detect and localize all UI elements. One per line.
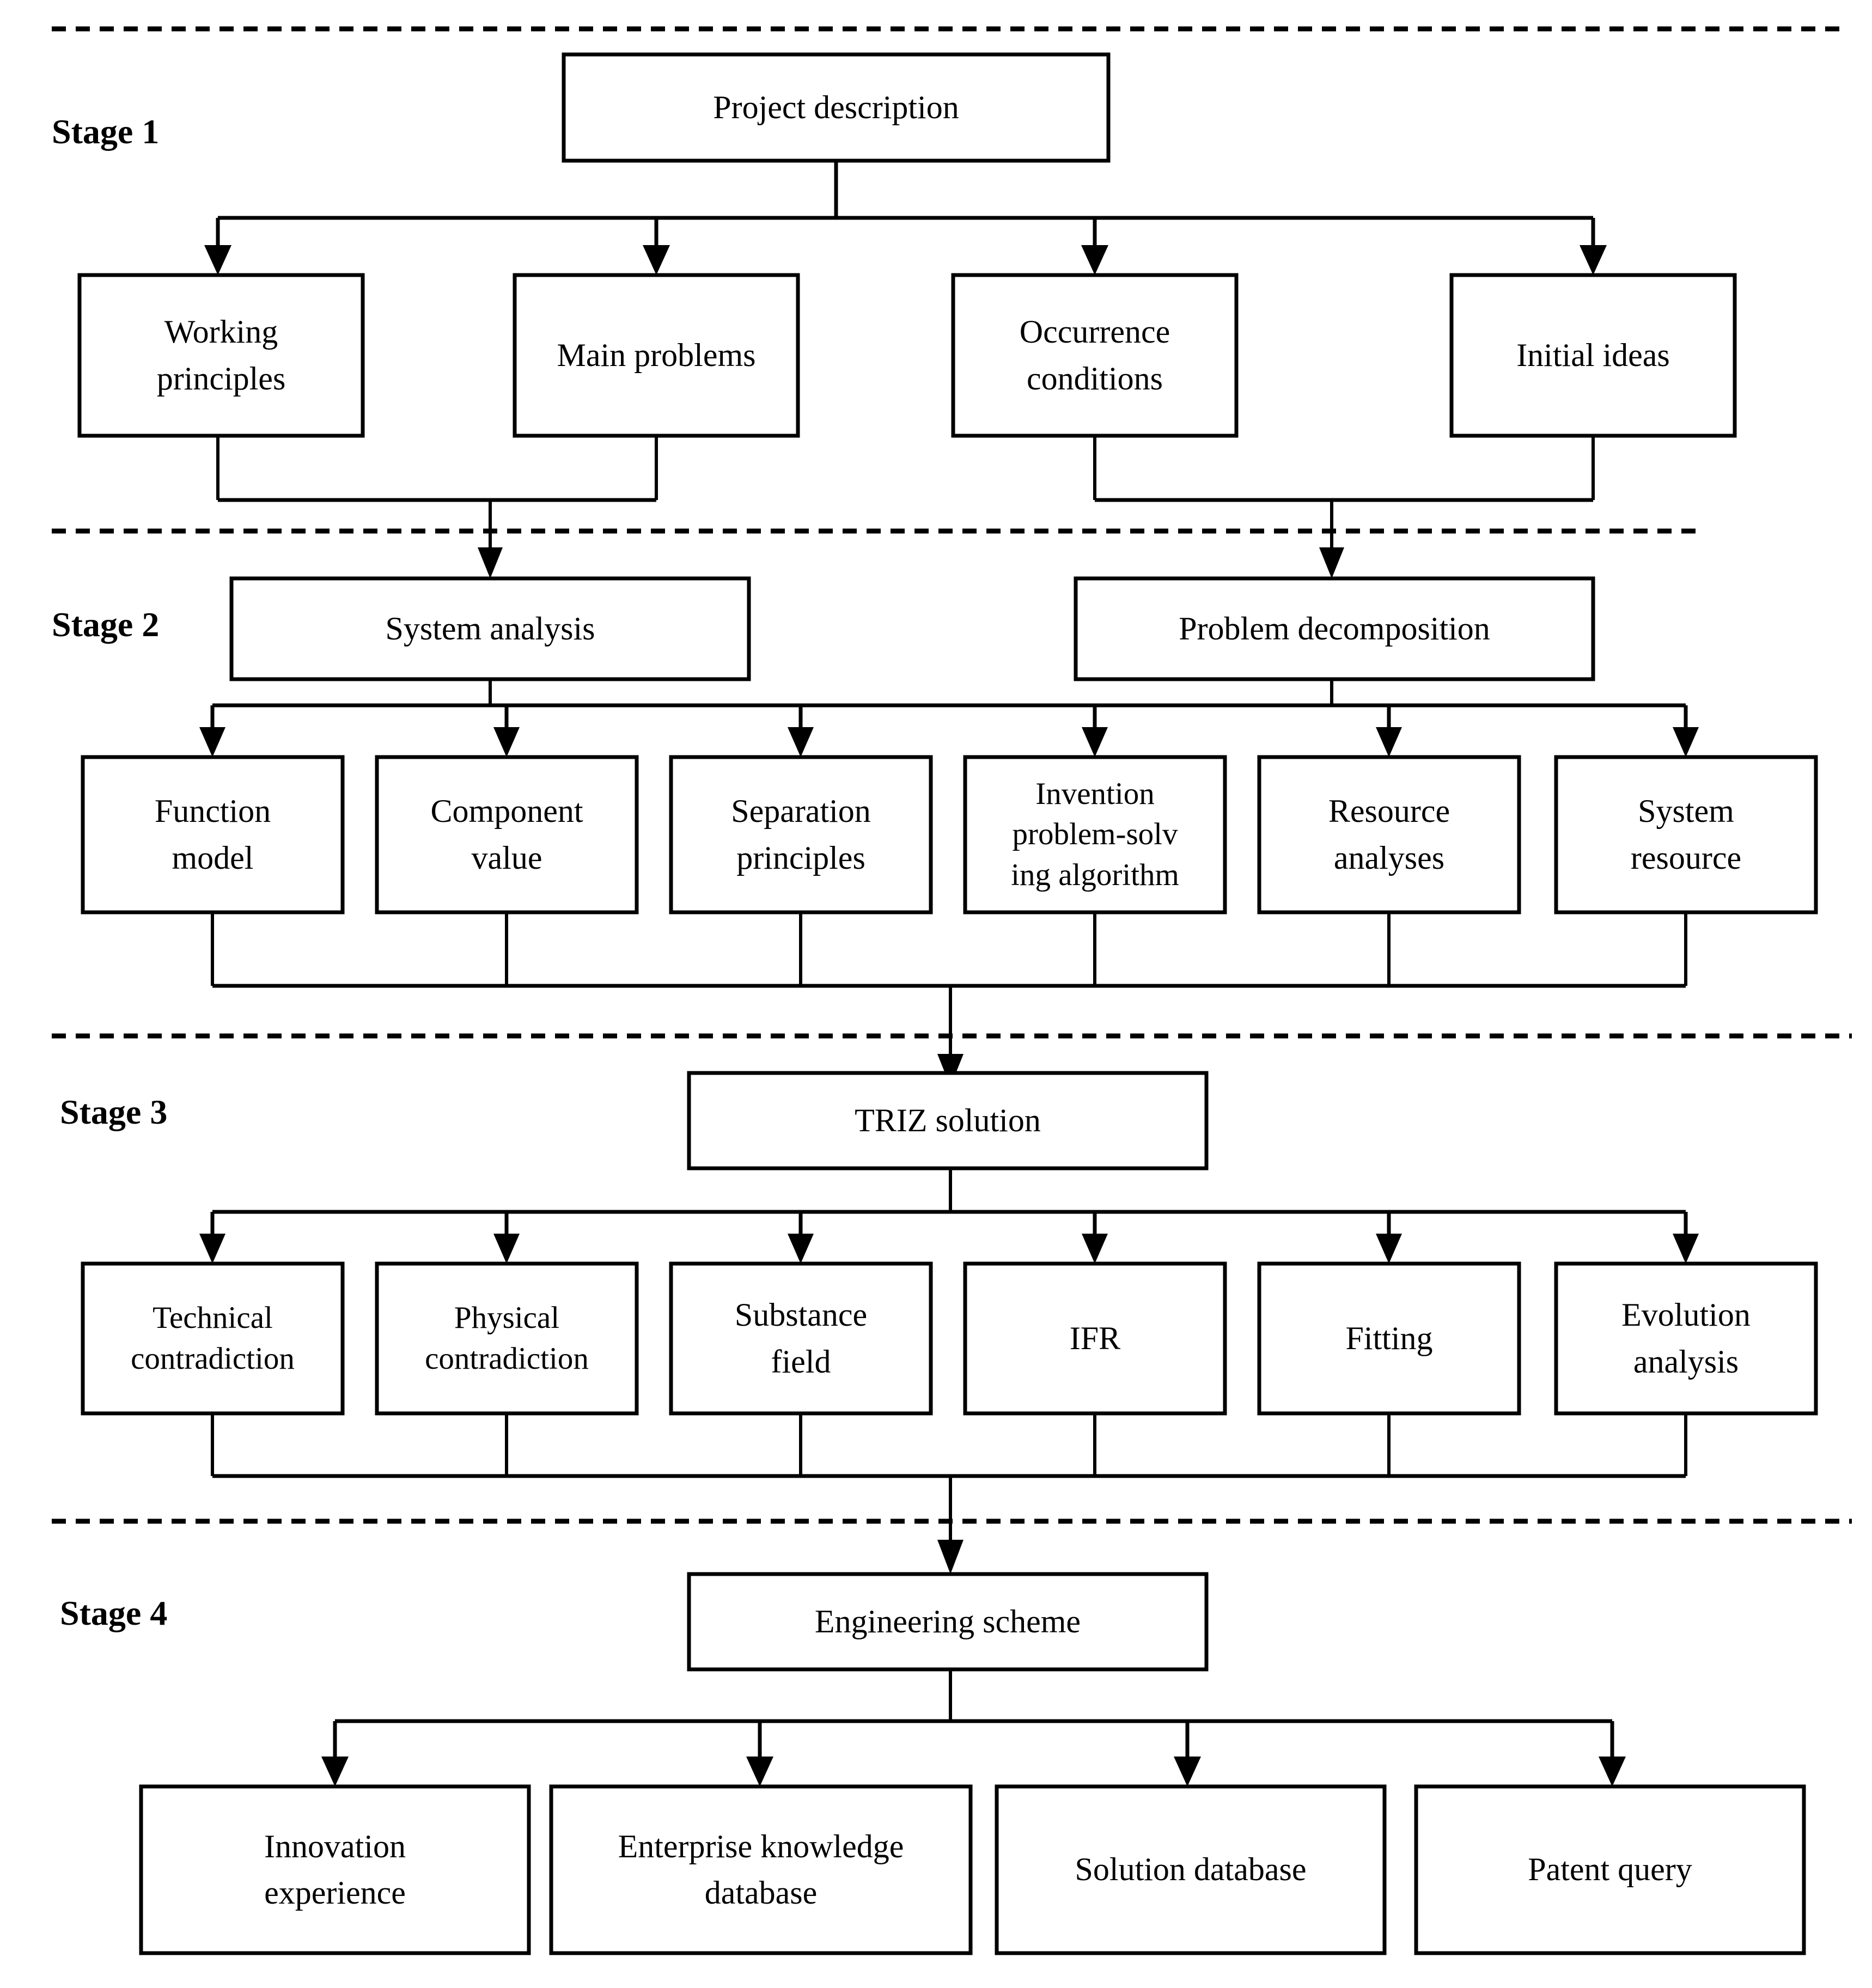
node-label-innovation-experience: Innovation experience <box>264 1828 406 1911</box>
arrow-head-substance-field <box>788 1234 814 1264</box>
arrow-head-system-resource <box>1673 727 1699 757</box>
node-label-separation-principles: Separation principles <box>731 793 871 876</box>
node-box-resource-analyses[interactable] <box>1257 755 1521 914</box>
node-label-component-value: Component value <box>430 793 583 876</box>
arrow-head-occurrence-conditions <box>1081 245 1108 275</box>
node-label-occurrence-conditions: Occurrence conditions <box>1019 314 1170 397</box>
arrow-head-fitting <box>1376 1234 1402 1264</box>
node-label-initial-ideas: Initial ideas <box>1516 337 1670 373</box>
node-box-main-problems[interactable] <box>513 273 800 438</box>
node-box-ifr[interactable] <box>963 1261 1227 1416</box>
node-label-engineering-scheme: Engineering scheme <box>814 1603 1081 1639</box>
node-box-technical-contradiction[interactable] <box>81 1261 345 1416</box>
arrow-head-evolution-analysis <box>1673 1234 1699 1264</box>
arrow-head-solution-database <box>1174 1757 1201 1786</box>
arrow-head-innovation-experience <box>321 1757 349 1786</box>
node-label-technical-contradiction: Technical contradiction <box>131 1301 295 1376</box>
node-label-patent-query: Patent query <box>1528 1851 1692 1888</box>
node-label-ifr: IFR <box>1069 1320 1121 1356</box>
arrow-head-component-value <box>493 727 520 757</box>
node-label-system-analysis: System analysis <box>385 610 595 647</box>
node-box-problem-decomposition[interactable] <box>1074 576 1595 681</box>
node-box-engineering-scheme[interactable] <box>687 1572 1209 1672</box>
node-label-triz-solution: TRIZ solution <box>855 1102 1041 1138</box>
arrow-head-triz-solution <box>937 1054 964 1087</box>
node-label-problem-decomposition: Problem decomposition <box>1179 610 1490 647</box>
node-box-innovation-experience[interactable] <box>139 1784 531 1955</box>
node-box-occurrence-conditions[interactable] <box>951 273 1239 438</box>
node-box-separation-principles[interactable] <box>669 755 933 914</box>
arrow-head-enterprise-knowledge-database <box>746 1757 773 1786</box>
arrow-head-engineering-scheme <box>937 1540 964 1574</box>
arrow-head-invention-algorithm <box>1082 727 1108 757</box>
node-box-invention-algorithm[interactable] <box>963 755 1227 914</box>
node-box-solution-database[interactable] <box>995 1784 1387 1955</box>
node-label-enterprise-knowledge-database: Enterprise knowledge database <box>618 1828 904 1911</box>
node-label-system-resource: System resource <box>1630 793 1742 876</box>
node-box-project-description[interactable] <box>562 52 1111 163</box>
node-label-physical-contradiction: Physical contradiction <box>425 1301 589 1376</box>
node-box-substance-field[interactable] <box>669 1261 933 1416</box>
arrow-head-separation-principles <box>788 727 814 757</box>
arrow-head-technical-contradiction <box>199 1234 225 1264</box>
node-label-evolution-analysis: Evolution analysis <box>1621 1297 1751 1380</box>
node-box-triz-solution[interactable] <box>687 1071 1209 1170</box>
node-label-fitting: Fitting <box>1345 1320 1433 1356</box>
node-box-fitting[interactable] <box>1257 1261 1521 1416</box>
stage-label-2: Stage 2 <box>52 605 160 644</box>
arrow-head-working-principles <box>204 245 231 275</box>
node-label-resource-analyses: Resource analyses <box>1328 793 1450 876</box>
node-label-invention-algorithm: Invention problem-solv ing algorithm <box>1011 777 1179 892</box>
stage-label-3: Stage 3 <box>60 1093 168 1131</box>
node-box-working-principles[interactable] <box>77 273 365 438</box>
node-box-component-value[interactable] <box>375 755 639 914</box>
stage-label-1: Stage 1 <box>52 112 160 151</box>
node-box-function-model[interactable] <box>81 755 345 914</box>
node-box-system-resource[interactable] <box>1554 755 1818 914</box>
arrow-head-main-problems <box>643 245 670 275</box>
arrow-head-physical-contradiction <box>493 1234 520 1264</box>
node-box-system-analysis[interactable] <box>229 576 751 681</box>
node-box-initial-ideas[interactable] <box>1449 273 1737 438</box>
arrow-head-initial-ideas <box>1580 245 1607 275</box>
node-label-function-model: Function model <box>154 793 271 876</box>
node-box-evolution-analysis[interactable] <box>1554 1261 1818 1416</box>
node-box-physical-contradiction[interactable] <box>375 1261 639 1416</box>
node-label-substance-field: Substance field <box>734 1297 868 1380</box>
arrow-head-system-analysis <box>478 547 503 578</box>
node-label-solution-database: Solution database <box>1075 1851 1307 1888</box>
arrow-head-ifr <box>1082 1234 1108 1264</box>
node-label-project-description: Project description <box>713 89 959 125</box>
arrow-head-problem-decomposition <box>1319 547 1344 578</box>
node-box-patent-query[interactable] <box>1414 1784 1806 1955</box>
arrow-head-resource-analyses <box>1376 727 1402 757</box>
node-label-working-principles: Working principles <box>156 314 286 397</box>
node-label-main-problems: Main problems <box>557 337 756 373</box>
stage-label-4: Stage 4 <box>60 1594 168 1632</box>
arrow-head-patent-query <box>1599 1757 1626 1786</box>
arrow-head-function-model <box>199 727 225 757</box>
node-box-enterprise-knowledge-database[interactable] <box>549 1784 973 1955</box>
